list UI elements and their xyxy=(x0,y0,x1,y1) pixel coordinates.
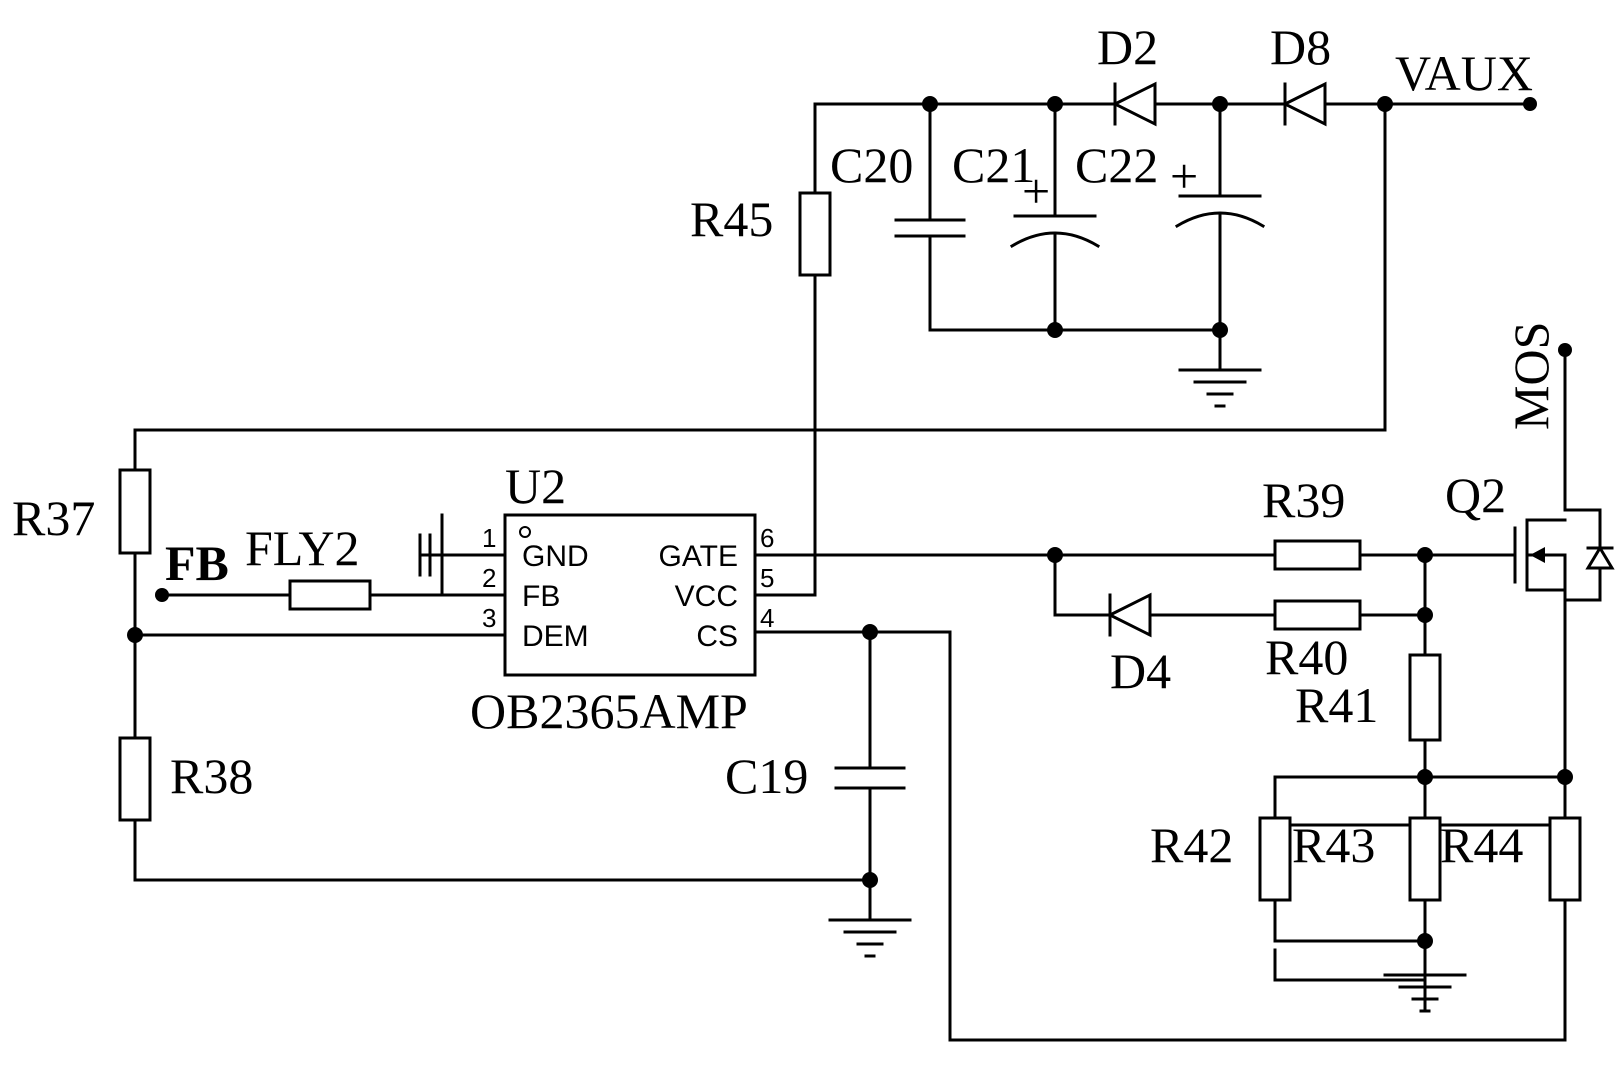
fly2-label: FLY2 xyxy=(245,520,359,576)
d8-label: D8 xyxy=(1270,19,1331,75)
resistor-r42 xyxy=(1258,816,1292,902)
diode-d4 xyxy=(1106,592,1152,638)
mos-terminal xyxy=(1558,343,1572,357)
mosfet-q2: Q2 xyxy=(1445,467,1615,602)
r42-label: R42 xyxy=(1150,817,1233,873)
c19-label: C19 xyxy=(725,748,808,804)
ground-symbol-top xyxy=(1178,368,1262,408)
c22-label: C22 xyxy=(1075,137,1158,193)
junction-dots xyxy=(127,96,1573,949)
capacitor-c21-curve xyxy=(1009,231,1101,249)
diode-d8 xyxy=(1281,81,1327,127)
resistor-r41 xyxy=(1408,653,1442,742)
r44-label: R44 xyxy=(1440,817,1523,873)
pin-vcc-label: VCC xyxy=(675,580,738,613)
resistor-r39 xyxy=(1273,539,1362,571)
vaux-terminal xyxy=(1523,97,1537,111)
r40-label: R40 xyxy=(1265,629,1348,685)
q2-label: Q2 xyxy=(1445,467,1506,523)
mosfet-arrow xyxy=(1530,547,1545,563)
r38-label: R38 xyxy=(170,748,253,804)
pin-6-number: 6 xyxy=(760,523,774,553)
pin-cs-label: CS xyxy=(696,620,738,653)
r45-label: R45 xyxy=(690,191,773,247)
pin-4-number: 4 xyxy=(760,603,774,633)
c21-plus: + xyxy=(1022,163,1050,219)
chip-u2: U2 OB2365AMP GND FB DEM GATE VCC CS 1 2 … xyxy=(470,458,774,739)
chip-part-label: OB2365AMP xyxy=(470,683,748,739)
resistor-r38 xyxy=(118,736,152,822)
mos-label: MOS xyxy=(1503,322,1559,430)
r41-label: R41 xyxy=(1295,677,1378,733)
c21-label: C21 xyxy=(952,137,1035,193)
pin-gate-label: GATE xyxy=(659,540,738,573)
r43-label: R43 xyxy=(1292,817,1375,873)
pin-dem-label: DEM xyxy=(522,620,589,653)
pin-3-number: 3 xyxy=(482,603,496,633)
pin1-marker xyxy=(519,526,531,538)
resistor-r43 xyxy=(1408,816,1442,902)
net-terminals: VAUX MOS FB xyxy=(155,45,1572,602)
c22-plus: + xyxy=(1170,148,1198,204)
resistor-bank-wires xyxy=(1273,553,1567,1042)
vaux-label: VAUX xyxy=(1395,45,1533,101)
mosfet-body-diode xyxy=(1585,545,1615,570)
resistor-r44 xyxy=(1548,816,1582,902)
resistors: R45 R37 R38 R39 R40 R41 R42 R43 R44 xyxy=(12,191,1582,902)
resistor-fly2-series xyxy=(288,579,372,611)
pin-fb-label: FB xyxy=(522,580,560,613)
fb-terminal xyxy=(155,588,169,602)
fb-label: FB xyxy=(165,535,229,591)
pin-gnd-label: GND xyxy=(522,540,589,573)
capacitors: C20 + C21 + C22 C19 xyxy=(725,137,1266,804)
capacitor-c22-curve xyxy=(1174,211,1266,229)
d2-label: D2 xyxy=(1097,19,1158,75)
pin-5-number: 5 xyxy=(760,563,774,593)
r39-label: R39 xyxy=(1262,472,1345,528)
c20-label: C20 xyxy=(830,137,913,193)
diodes: D2 D8 D4 xyxy=(1097,19,1331,699)
pin-2-number: 2 xyxy=(482,563,496,593)
d4-label: D4 xyxy=(1110,643,1171,699)
pin-1-number: 1 xyxy=(482,523,496,553)
resistor-r37 xyxy=(118,468,152,555)
chip-body xyxy=(503,513,757,677)
chip-ref-label: U2 xyxy=(505,458,566,514)
ground-symbol-bank xyxy=(1383,973,1467,1013)
r37-label: R37 xyxy=(12,490,95,546)
ground-symbol-c19 xyxy=(828,918,912,958)
resistor-r40 xyxy=(1273,599,1362,631)
resistor-r45 xyxy=(798,191,832,277)
fly2-winding: FLY2 xyxy=(245,513,444,597)
diode-d2 xyxy=(1111,81,1157,127)
